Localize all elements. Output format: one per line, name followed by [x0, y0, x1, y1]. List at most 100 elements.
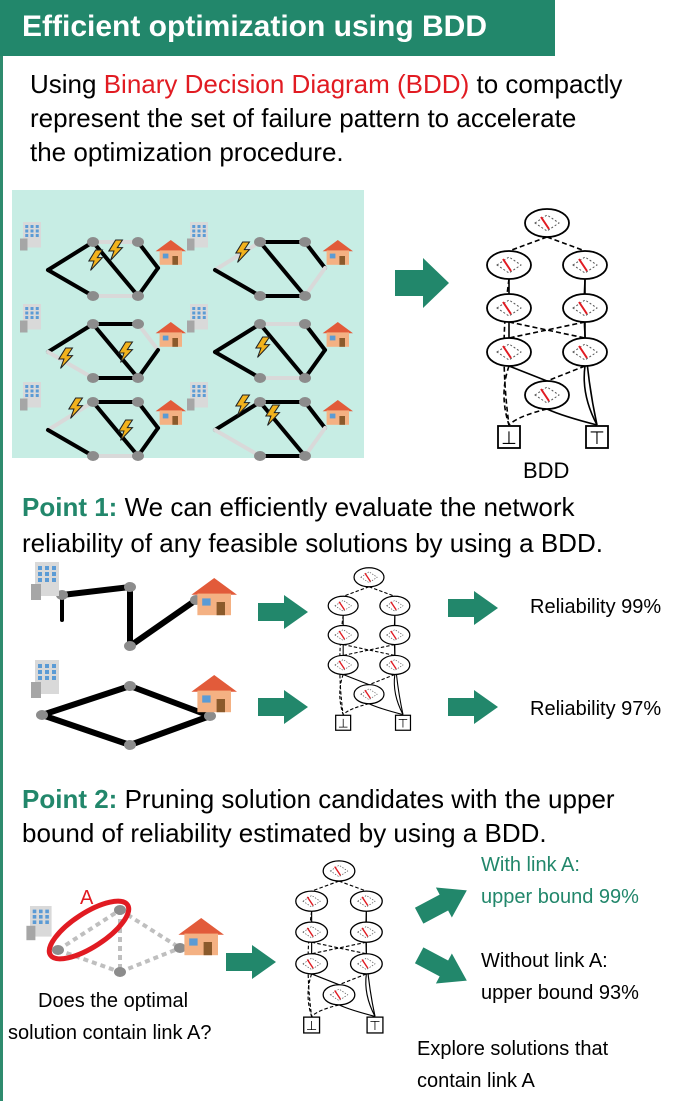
building-icon — [187, 222, 208, 251]
bdd-node — [353, 567, 385, 588]
lightning-icon — [67, 397, 84, 419]
network-link — [127, 597, 199, 649]
network-link — [213, 400, 262, 432]
bdd-edge — [338, 973, 367, 986]
bdd-false-label: ⊥ — [306, 1019, 317, 1034]
intro-line-1: Using Binary Decision Diagram (BDD) to c… — [30, 67, 622, 101]
point-2-label: Point 2: — [22, 784, 118, 814]
network-node — [254, 397, 266, 407]
arrow-right-icon — [448, 690, 498, 724]
bdd-edge — [368, 673, 396, 686]
bdd-graph: ⊥⊤ — [486, 208, 609, 449]
bdd-edge — [546, 365, 586, 382]
bdd-edge — [311, 880, 340, 892]
house-icon — [155, 322, 186, 347]
failed-link — [46, 350, 95, 380]
building-icon — [26, 906, 52, 941]
intro-prefix: Using — [30, 69, 104, 99]
network-link — [91, 322, 140, 380]
network-node — [254, 291, 266, 301]
bdd-edge — [311, 941, 367, 955]
bdd-node — [562, 250, 608, 280]
building-icon — [20, 222, 41, 251]
bdd-node — [524, 208, 570, 238]
network-node — [132, 451, 144, 461]
network-link — [303, 400, 327, 430]
bdd-node — [486, 250, 532, 280]
bdd-edge — [343, 644, 395, 656]
house-icon — [155, 240, 186, 265]
network-node — [132, 397, 144, 407]
network-node — [52, 945, 64, 955]
network-link — [46, 428, 95, 458]
network-node — [299, 397, 311, 407]
network-link — [127, 713, 213, 748]
bdd-node — [295, 953, 329, 975]
bdd-node — [486, 293, 532, 323]
point-2-text: Pruning solution candidates with the upp… — [117, 784, 615, 814]
point-1-label: Point 1: — [22, 492, 118, 522]
network-link — [213, 322, 262, 354]
bdd-diagram-main: ⊥⊤ — [486, 208, 609, 449]
arrow-right-icon — [258, 690, 308, 724]
point-2-line-2: bound of reliability estimated by using … — [22, 818, 547, 848]
network-link — [127, 683, 213, 719]
network-node — [124, 641, 136, 651]
network-link — [59, 584, 133, 598]
network-node — [124, 681, 136, 691]
bdd-node — [524, 380, 570, 410]
bdd-node — [349, 890, 383, 912]
candidate-link — [56, 908, 122, 952]
bdd-node — [322, 984, 356, 1006]
bdd-term-highlight: Binary Decision Diagram (BDD) — [103, 69, 470, 99]
arrow-right-icon — [258, 595, 308, 629]
network-node — [114, 905, 126, 915]
bdd-diagram-point-1: ⊥⊤ — [327, 567, 412, 731]
bdd-edge — [307, 973, 313, 1017]
point-1-text: We can efficiently evaluate the network — [117, 492, 575, 522]
with-link-a-line-1: With link A: — [481, 854, 580, 876]
network-link — [136, 348, 160, 380]
network-link — [303, 240, 327, 270]
bdd-diagram-point-2: ⊥⊤ — [295, 860, 384, 1034]
bdd-node — [379, 624, 411, 646]
bdd-true-label: ⊤ — [398, 717, 409, 731]
bdd-edge — [508, 321, 586, 339]
network-link — [46, 240, 95, 272]
bdd-node — [327, 654, 359, 676]
candidate-link — [118, 908, 182, 950]
bdd-node — [349, 953, 383, 975]
building-icon — [187, 382, 208, 411]
explore-line-2: contain link A — [417, 1070, 535, 1092]
lightning-icon — [87, 249, 104, 271]
building-icon — [20, 382, 41, 411]
network-link — [136, 426, 160, 458]
bdd-terminal-true — [366, 1016, 384, 1034]
bdd-terminal-false — [335, 714, 352, 731]
candidate-link — [57, 948, 121, 974]
failed-link — [136, 322, 160, 352]
network-node — [254, 451, 266, 461]
network-link — [303, 348, 327, 380]
bdd-true-label: ⊤ — [369, 1019, 380, 1034]
bdd-node — [295, 890, 329, 912]
house-icon — [191, 578, 237, 616]
bdd-node — [486, 337, 532, 367]
network-node — [132, 291, 144, 301]
lightning-icon — [117, 341, 134, 363]
network-link — [258, 240, 307, 298]
lightning-icon — [234, 394, 251, 416]
network-link — [136, 400, 160, 430]
bdd-node — [327, 595, 359, 616]
network-link — [39, 683, 133, 718]
network-node — [174, 943, 186, 953]
bdd-terminal-false — [303, 1016, 321, 1034]
building-icon — [31, 660, 59, 698]
intro-line-2: represent the set of failure pattern to … — [30, 103, 577, 133]
network-node — [87, 237, 99, 247]
network-node — [124, 582, 136, 592]
failed-link — [213, 428, 262, 458]
network-node — [299, 373, 311, 383]
